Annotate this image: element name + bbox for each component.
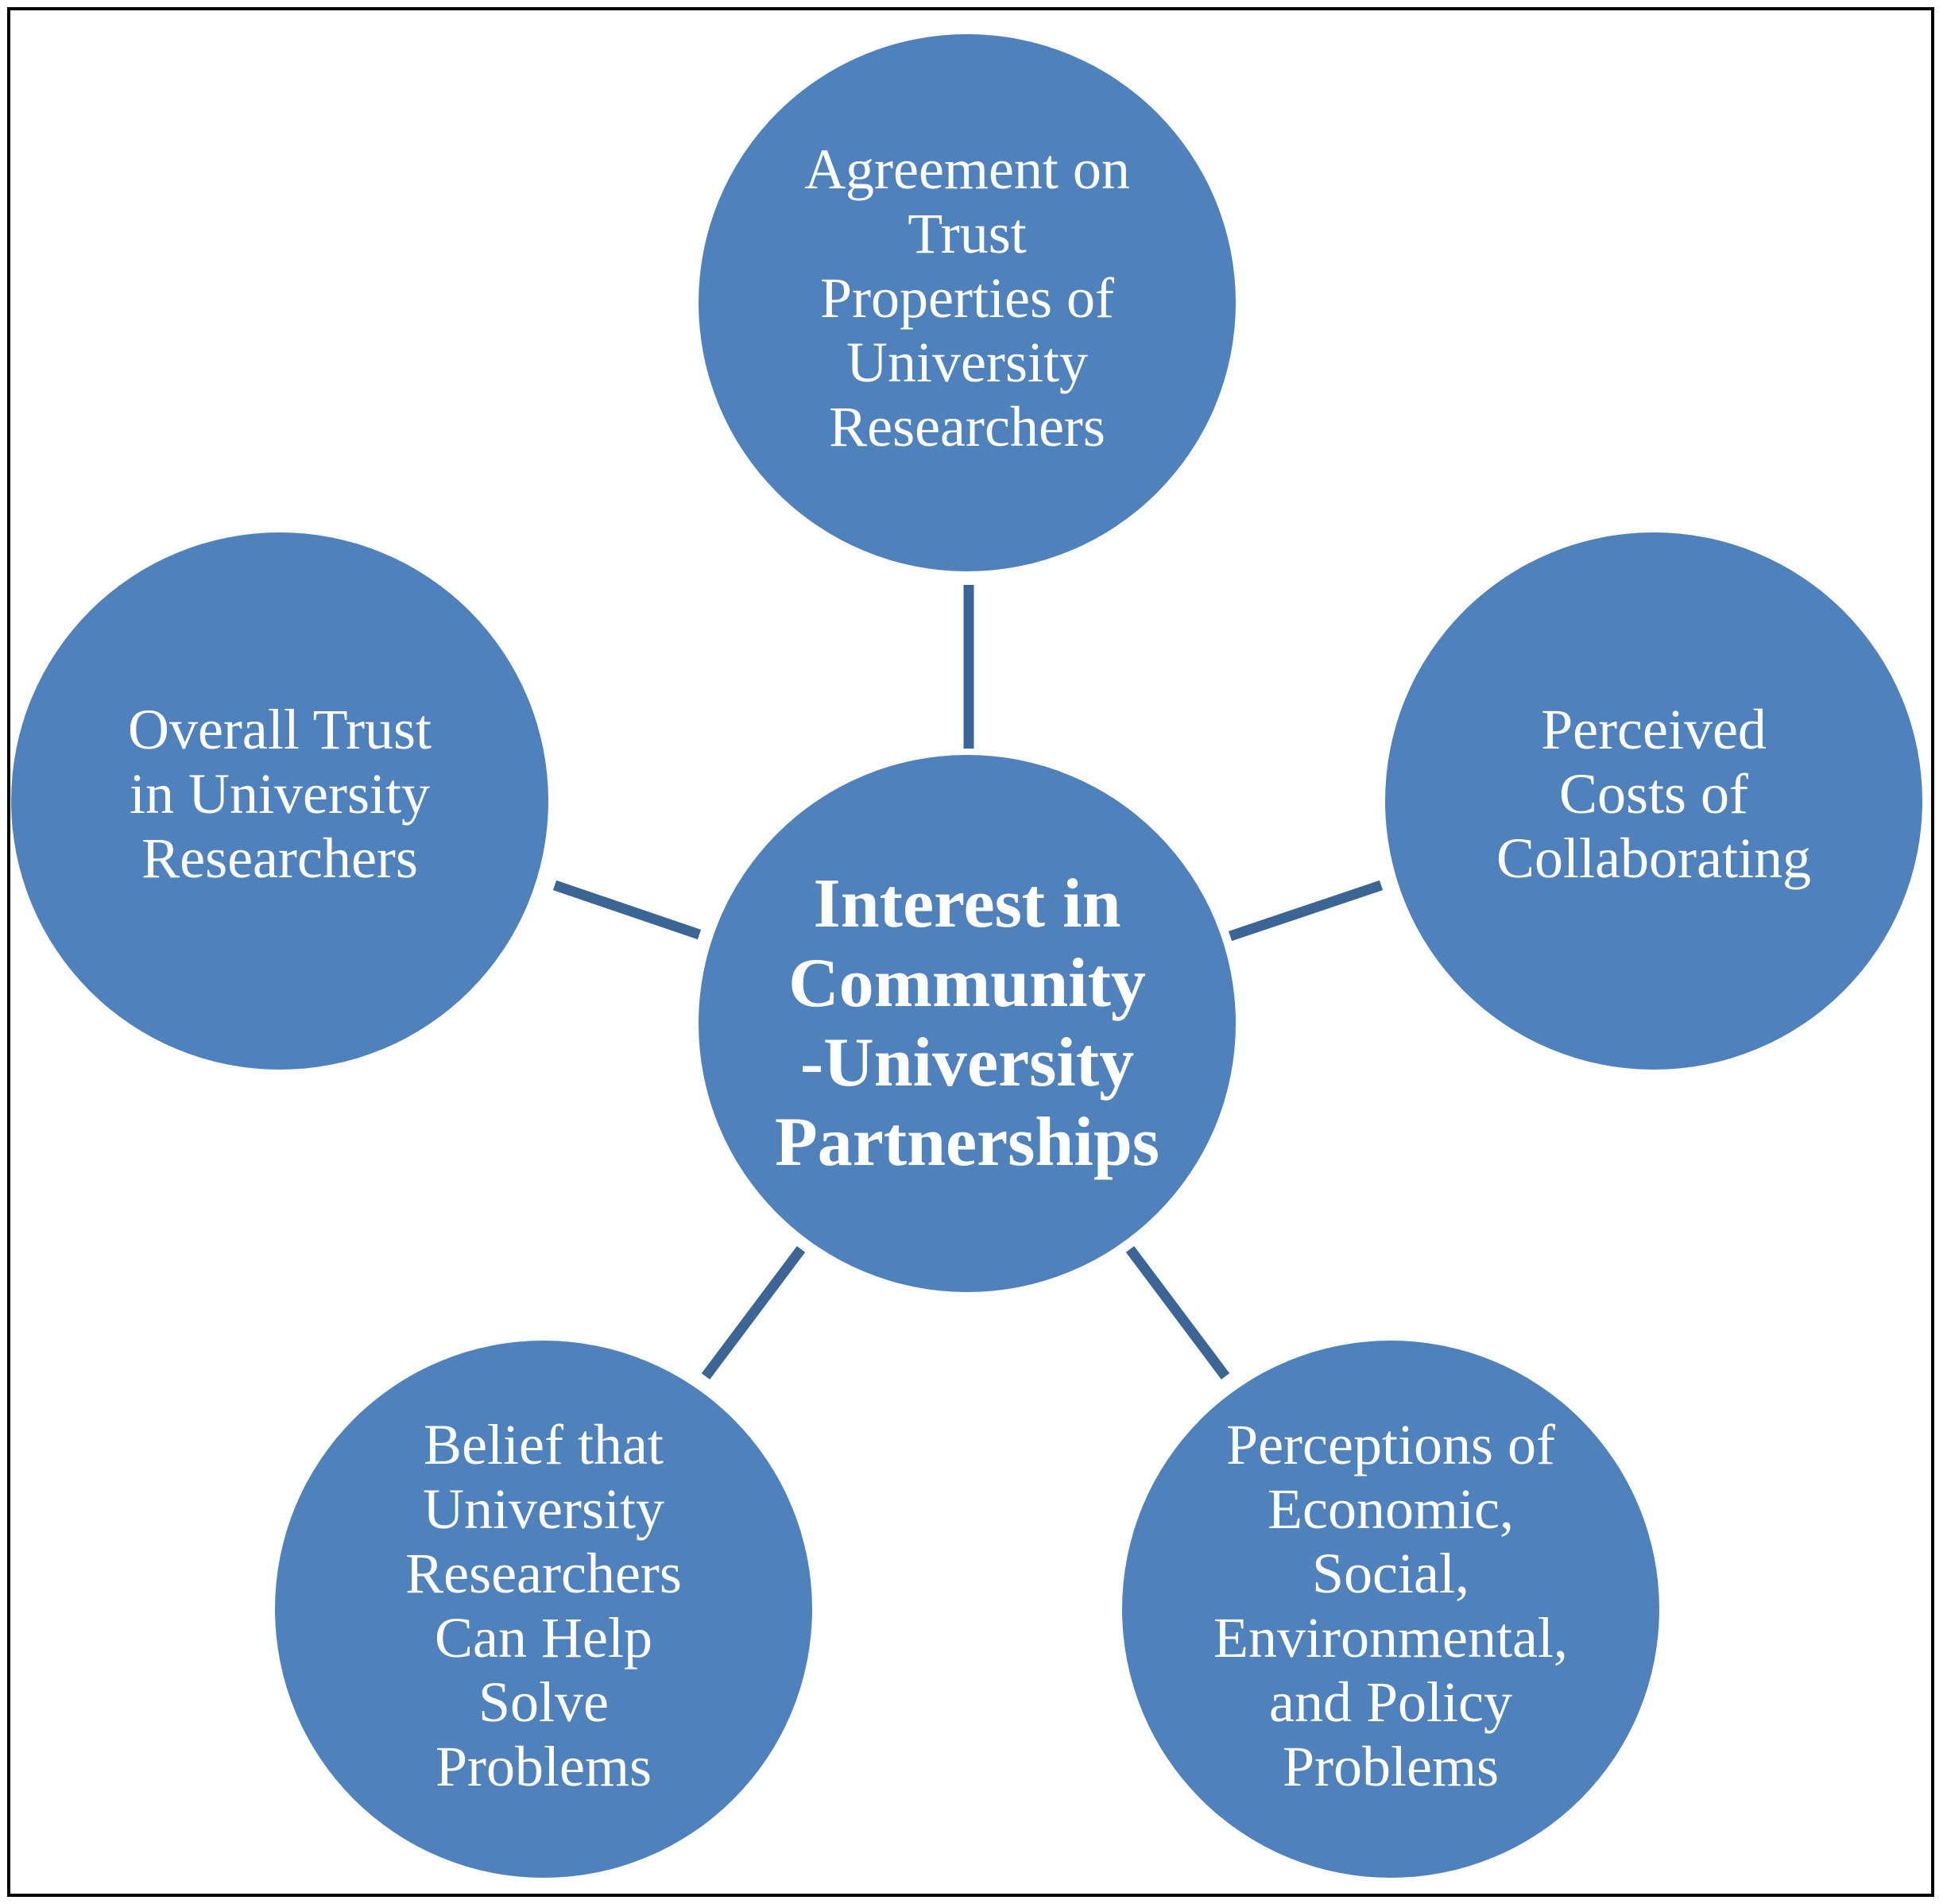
node-label-line: Belief that xyxy=(424,1413,664,1476)
node-label-line: Overall Trust xyxy=(128,698,432,761)
node-circle xyxy=(699,755,1236,1292)
node-label-line: Trust xyxy=(908,202,1026,265)
node-label-line: Problems xyxy=(435,1735,652,1798)
node-label-line: Perceptions of xyxy=(1226,1413,1555,1476)
node-label-line: Properties of xyxy=(820,266,1114,330)
node-perceptions: Perceptions ofEconomic,Social,Environmen… xyxy=(1122,1341,1659,1878)
node-circle xyxy=(699,34,1236,571)
node-circle xyxy=(275,1341,812,1878)
node-label-line: -University xyxy=(800,1024,1134,1101)
connector-overall-trust xyxy=(552,880,702,940)
node-circle xyxy=(1385,532,1922,1070)
node-label-line: Can Help xyxy=(435,1606,652,1670)
node-circle xyxy=(1122,1341,1659,1878)
node-label-line: Solve xyxy=(478,1670,609,1734)
node-label-line: Costs of xyxy=(1559,762,1748,826)
node-label-line: Problems xyxy=(1283,1735,1499,1798)
node-label-line: University xyxy=(423,1477,664,1541)
node-label-line: in University xyxy=(130,762,430,826)
node-label-line: Social, xyxy=(1312,1542,1469,1605)
node-label-line: Collaborating xyxy=(1496,826,1811,890)
node-label-line: Economic, xyxy=(1268,1477,1514,1541)
node-label-line: Agreement on xyxy=(804,137,1130,201)
node-label-line: Researchers xyxy=(405,1542,682,1605)
connector-perceptions xyxy=(1125,1246,1230,1380)
node-label-line: Community xyxy=(788,945,1146,1022)
node-circle xyxy=(11,532,548,1070)
node-label-line: Environmental, xyxy=(1213,1606,1568,1670)
node-label-line: Perceived xyxy=(1541,698,1767,761)
node-label-line: Researchers xyxy=(141,826,418,890)
node-label-line: and Policy xyxy=(1269,1670,1512,1734)
connector-costs xyxy=(1228,880,1384,942)
node-label-line: Researchers xyxy=(829,395,1105,459)
node-label-line: Partnerships xyxy=(775,1104,1159,1181)
connector-belief xyxy=(701,1246,806,1380)
center-node-interest: Interest inCommunity-UniversityPartnersh… xyxy=(699,755,1236,1292)
node-label-line: Interest in xyxy=(813,865,1121,942)
connectors xyxy=(552,585,1384,1380)
node-label-line: University xyxy=(846,331,1088,394)
